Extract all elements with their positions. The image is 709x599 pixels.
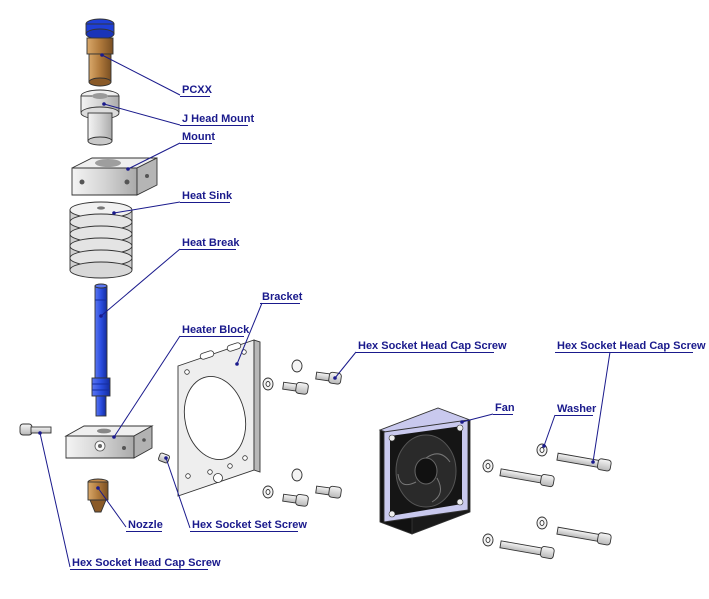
right-long-screws	[499, 452, 612, 560]
label-nozzle-underline	[126, 531, 162, 532]
leader-lines	[38, 53, 611, 568]
label-pcxx-underline	[180, 96, 210, 97]
label-heat-sink: Heat Sink	[182, 190, 233, 202]
j-head-mount	[80, 89, 120, 146]
fan	[378, 407, 472, 535]
label-pcxx: PCXX	[182, 84, 212, 96]
right-washers	[482, 443, 548, 547]
heater-block	[64, 425, 154, 459]
nozzle	[87, 478, 109, 513]
label-fan-underline	[493, 414, 513, 415]
label-fan: Fan	[495, 402, 515, 414]
label-hex-cap-screw-right: Hex Socket Head Cap Screw	[557, 340, 706, 352]
set-screw	[158, 452, 170, 464]
label-j-head-mount-underline	[180, 125, 248, 126]
label-heater-block-underline	[180, 336, 244, 337]
label-mount: Mount	[182, 131, 215, 143]
label-nozzle: Nozzle	[128, 519, 163, 531]
label-heat-break-underline	[180, 249, 236, 250]
label-bracket: Bracket	[262, 291, 303, 303]
label-hex-set-screw: Hex Socket Set Screw	[192, 519, 307, 531]
middle-fasteners	[262, 359, 342, 507]
label-washer-underline	[555, 415, 593, 416]
left-cap-screw	[19, 423, 52, 436]
label-hex-cap-screw-mid-underline	[356, 352, 494, 353]
heat-sink	[69, 201, 133, 279]
label-washer: Washer	[557, 403, 597, 415]
label-heater-block: Heater Block	[182, 324, 250, 336]
label-hex-cap-screw-bottom-underline	[70, 569, 208, 570]
label-hex-cap-screw-right-underline	[555, 352, 693, 353]
heat-break	[91, 283, 111, 417]
label-hex-cap-screw-bottom: Hex Socket Head Cap Screw	[72, 557, 221, 569]
pcxx-fitting	[85, 18, 115, 87]
label-heat-sink-underline	[180, 202, 230, 203]
label-bracket-underline	[260, 303, 300, 304]
mount-block	[71, 157, 158, 196]
label-hex-set-screw-underline	[190, 531, 298, 532]
label-mount-underline	[180, 143, 212, 144]
bracket	[177, 339, 261, 497]
label-hex-cap-screw-mid: Hex Socket Head Cap Screw	[358, 340, 507, 352]
label-heat-break: Heat Break	[182, 237, 240, 249]
label-j-head-mount: J Head Mount	[182, 113, 255, 125]
